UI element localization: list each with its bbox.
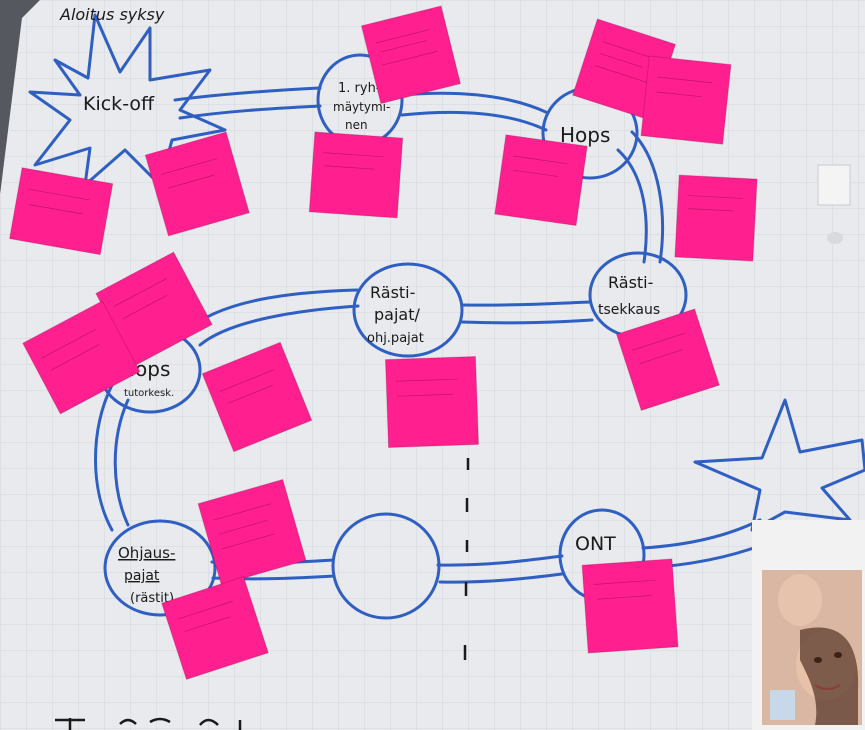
rasti-left-line3: ohj.pajat <box>367 331 424 346</box>
rasti-right-line1: Rästi- <box>608 273 653 292</box>
empty-circle <box>331 512 441 620</box>
sticky-note <box>308 131 404 219</box>
bottom-handwriting <box>55 717 242 730</box>
paper-label <box>817 164 851 206</box>
group-formation-line2: mäytymi- <box>333 100 390 114</box>
rasti-left-circle <box>352 262 464 358</box>
kickoff-star-icon <box>28 13 227 187</box>
rasti-right-line2: tsekkaus <box>598 302 660 318</box>
sticky-note <box>197 478 307 586</box>
group-formation-line1: 1. ryh- <box>338 81 381 96</box>
family-photo <box>752 520 865 730</box>
sticky-note <box>9 167 114 256</box>
sticky-note <box>360 5 462 105</box>
sticky-note <box>640 55 732 145</box>
ohjaus-line1: Ohjaus- <box>118 544 175 562</box>
sticky-note <box>144 131 250 237</box>
group-formation-line3: nen <box>345 118 368 132</box>
sticky-note <box>384 355 480 449</box>
sticky-note <box>201 341 313 453</box>
ohjaus-circle <box>103 519 217 617</box>
ont-label: ONT <box>575 533 616 555</box>
sticky-note <box>22 300 141 415</box>
kickoff-label: Kick-off <box>83 93 155 115</box>
hops-top-label: Hops <box>560 123 610 147</box>
ohjaus-line2: pajat <box>124 568 160 584</box>
sticky-notes <box>9 5 758 680</box>
rasti-left-line2: pajat/ <box>374 305 420 324</box>
ohjaus-line3: (rästit) <box>130 591 174 606</box>
rasti-left-line1: Rästi- <box>370 283 415 302</box>
hops-left-line2: tutorkesk. <box>124 388 174 399</box>
paper-mark <box>827 232 843 244</box>
sheet-title: Aloitus syksy <box>59 5 165 24</box>
sticky-note <box>674 174 758 262</box>
dashed-divider <box>463 458 470 660</box>
sticky-note <box>161 576 269 680</box>
sticky-note <box>581 558 679 654</box>
sticky-note <box>494 134 588 227</box>
road-path <box>94 86 772 584</box>
sticky-note <box>615 308 720 412</box>
